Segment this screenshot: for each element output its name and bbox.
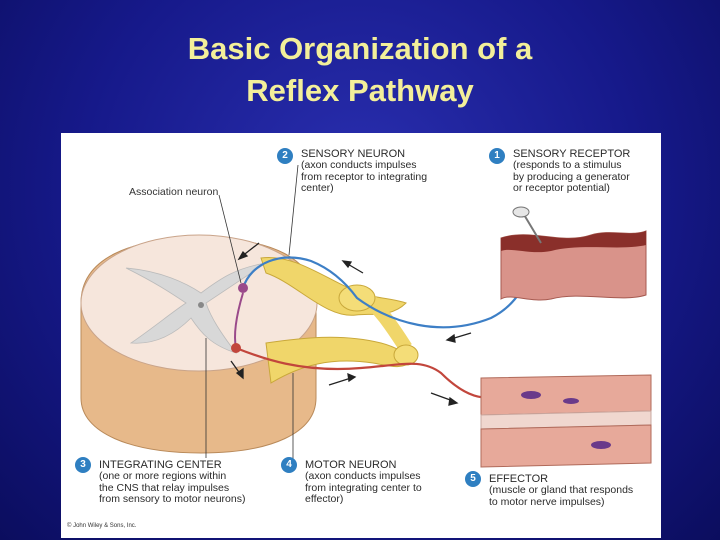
skin-tissue — [500, 206, 647, 301]
slide-title-line2: Reflex Pathway — [246, 73, 474, 108]
step-heading: INTEGRATING CENTER — [99, 459, 222, 471]
muscle-tissue — [480, 374, 652, 468]
reflex-diagram-panel: Association neuron 1 SENSORY RECEPTOR (r… — [61, 133, 661, 538]
step-sensory-neuron: SENSORY NEURON (axon conducts impulses f… — [301, 148, 427, 195]
spinal-cord — [80, 234, 318, 454]
step-description: (axon conducts impulses from receptor to… — [301, 159, 428, 194]
step-motor-neuron: MOTOR NEURON (axon conducts impulses fro… — [305, 459, 422, 506]
step-sensory-receptor: SENSORY RECEPTOR (responds to a stimulus… — [513, 148, 630, 195]
step-integrating-center: INTEGRATING CENTER (one or more regions … — [99, 459, 245, 506]
motor-neuron-path — [235, 346, 502, 399]
sensory-neuron-path — [241, 256, 532, 329]
leader-lines — [205, 164, 299, 463]
step-badge: 1 — [489, 148, 505, 164]
nerve-roots — [260, 256, 419, 384]
association-neuron-body — [238, 283, 248, 293]
direction-arrows — [230, 242, 472, 406]
step-badge: 5 — [465, 471, 481, 487]
association-neuron-label: Association neuron — [129, 186, 219, 198]
step-heading: SENSORY NEURON — [301, 148, 406, 160]
step-badge: 4 — [281, 457, 297, 473]
step-description: (responds to a stimulus by producing a g… — [513, 159, 630, 194]
step-heading: SENSORY RECEPTOR — [513, 148, 631, 160]
step-heading: EFFECTOR — [489, 473, 549, 485]
slide-title-line1: Basic Organization of a — [187, 31, 533, 66]
step-heading: MOTOR NEURON — [305, 459, 397, 471]
copyright-notice: © John Wiley & Sons, Inc. — [67, 523, 137, 529]
step-description: (axon conducts impulses from integrating… — [305, 470, 422, 505]
step-description: (muscle or gland that responds to motor … — [489, 484, 634, 508]
step-badge: 2 — [277, 148, 293, 164]
motor-neuron-body — [231, 343, 241, 353]
reflex-illustration — [80, 164, 652, 468]
slide-title: Basic Organization of a Reflex Pathway — [0, 28, 720, 112]
step-effector: EFFECTOR (muscle or gland that responds … — [489, 473, 633, 508]
step-badge: 3 — [75, 457, 91, 473]
step-description: (one or more regions within the CNS that… — [99, 470, 246, 505]
